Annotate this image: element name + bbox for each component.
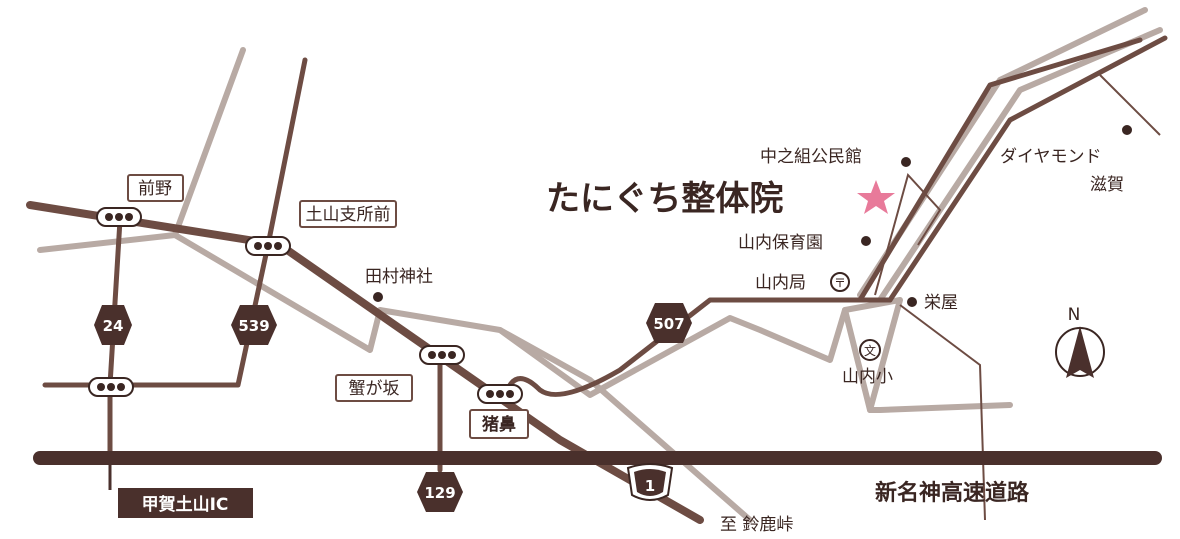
school-icon — [859, 339, 881, 361]
sakaeya-marker — [907, 297, 917, 307]
sakaeya-label: 栄屋 — [924, 293, 958, 313]
expressway-label: 新名神高速道路 — [875, 480, 1030, 506]
svg-text:1: 1 — [645, 477, 655, 495]
signal-tsuchiyama-branch: 土山支所前 — [245, 200, 397, 256]
route-539-shield: 539 — [231, 305, 277, 345]
signal-inohana: 猪鼻 — [469, 384, 529, 439]
nakanogumi-hall-marker — [901, 157, 911, 167]
signal-24-junction — [88, 377, 134, 397]
route-129-shield: 129 — [417, 472, 463, 512]
clinic-star-icon — [857, 180, 895, 214]
main-roads — [26, 35, 1168, 524]
svg-text:蟹が坂: 蟹が坂 — [349, 379, 400, 399]
clinic-name: たにぐち整体院 — [546, 179, 783, 219]
koka-ic-label: 甲賀土山IC — [142, 494, 229, 515]
yamauchi-nursery-marker — [861, 236, 871, 246]
svg-text:129: 129 — [424, 484, 455, 502]
svg-text:猪鼻: 猪鼻 — [482, 414, 516, 435]
post-office-symbol: 〒 — [834, 276, 846, 290]
post-office-icon — [830, 272, 850, 292]
signal-kanigasaka: 蟹が坂 — [335, 345, 465, 402]
diamond-shiga-label-line1: ダイヤモンド — [1000, 147, 1102, 167]
yamauchi-post-label: 山内局 — [755, 273, 806, 293]
thin-lines — [874, 74, 1161, 521]
signal-maeno: 前野 — [96, 174, 184, 227]
svg-text:前野: 前野 — [138, 179, 172, 199]
route-507-shield: 507 — [646, 303, 692, 343]
route-1-shield: 1 — [626, 463, 674, 501]
svg-text:24: 24 — [103, 317, 124, 335]
nakanogumi-hall-label: 中之組公民館 — [760, 147, 862, 167]
diamond-shiga-label-line2: 滋賀 — [1090, 175, 1124, 195]
school-symbol: 文 — [864, 343, 876, 358]
svg-text:539: 539 — [238, 317, 269, 335]
koka-ic-box — [118, 488, 253, 518]
svg-text:507: 507 — [653, 315, 684, 333]
diamond-shiga-marker — [1122, 125, 1132, 135]
route-24-shield: 24 — [94, 305, 132, 345]
yamauchi-nursery-label: 山内保育園 — [738, 233, 823, 253]
north-compass: N — [1055, 305, 1105, 378]
yamauchi-school-label: 山内小 — [842, 367, 893, 387]
north-label: N — [1068, 305, 1081, 325]
suzuka-pass-label: 至 鈴鹿峠 — [720, 515, 793, 535]
tamura-shrine-label: 田村神社 — [365, 267, 433, 287]
tamura-shrine-marker — [373, 292, 383, 302]
svg-text:土山支所前: 土山支所前 — [306, 205, 391, 225]
